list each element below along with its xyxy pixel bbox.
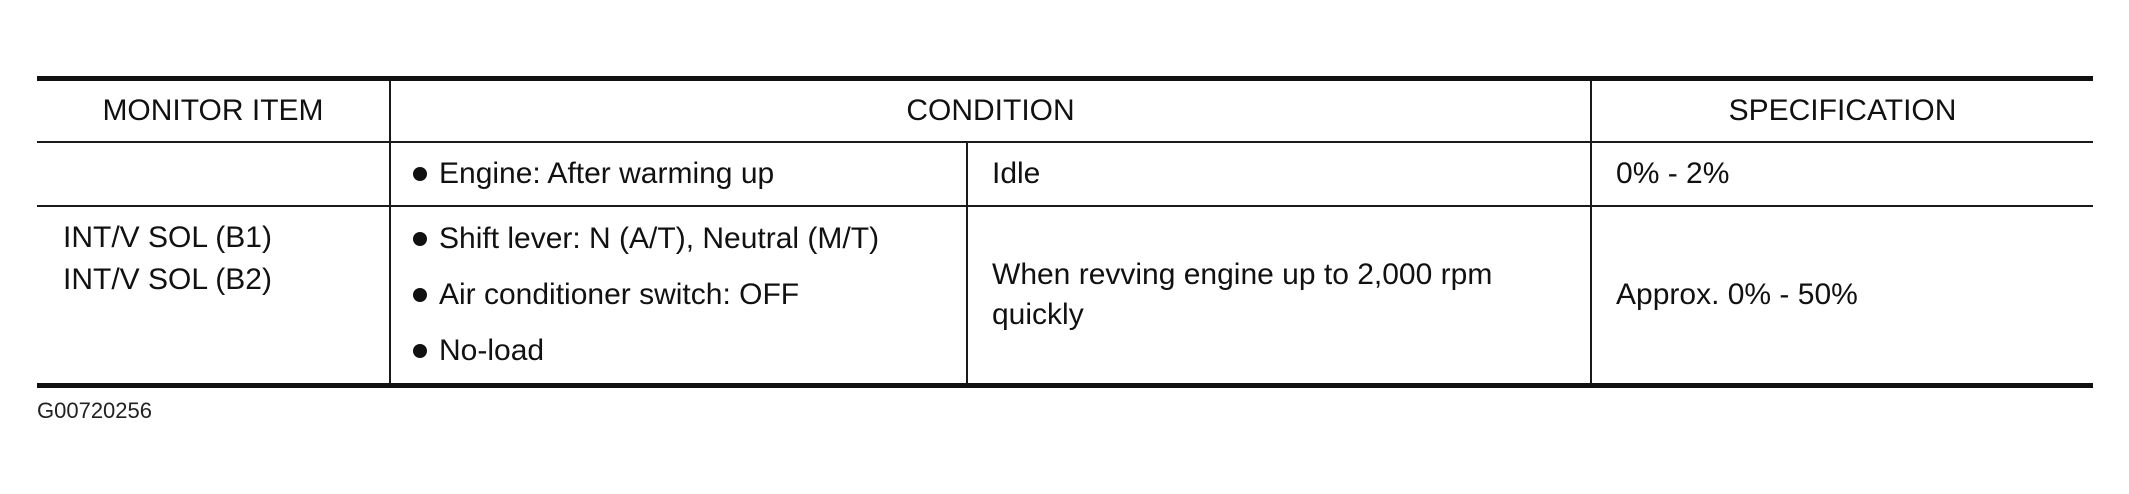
monitor-item-cell (37, 142, 391, 207)
condition-bullet-item: Air conditioner switch: OFF (405, 267, 952, 323)
spec-table: MONITOR ITEM CONDITION SPECIFICATION Eng… (37, 76, 2094, 388)
bullet-icon (413, 232, 427, 246)
table-row: INT/V SOL (B1) INT/V SOL (B2) Shift leve… (37, 206, 2094, 386)
condition-list: Shift lever: N (A/T), Neutral (M/T) Air … (405, 211, 952, 379)
specification-text: 0% - 2% (1616, 157, 1730, 190)
specification-cell: Approx. 0% - 50% (1590, 206, 2094, 386)
condition-bullet-item: Shift lever: N (A/T), Neutral (M/T) (405, 211, 952, 267)
header-row: MONITOR ITEM CONDITION SPECIFICATION (37, 78, 2094, 142)
state-text: Idle (992, 157, 1041, 190)
bullet-icon (413, 344, 427, 358)
state-cell: When revving engine up to 2,000 rpm quic… (965, 206, 1593, 386)
header-monitor-item: MONITOR ITEM (37, 78, 391, 142)
state-text: When revving engine up to 2,000 rpm quic… (992, 258, 1493, 331)
monitor-item-cell: INT/V SOL (B1) INT/V SOL (B2) (37, 206, 391, 386)
condition-bullet-item: Engine: After warming up (405, 156, 952, 192)
header-condition: CONDITION (388, 78, 1593, 142)
figure-id: G00720256 (37, 398, 152, 423)
specification-text: Approx. 0% - 50% (1616, 278, 1858, 311)
bullet-icon (413, 288, 427, 302)
monitor-item-text: INT/V SOL (B2) (63, 263, 272, 296)
condition-text: Air conditioner switch: OFF (439, 278, 800, 311)
condition-text: Shift lever: N (A/T), Neutral (M/T) (439, 222, 880, 255)
condition-text: Engine: After warming up (439, 157, 775, 190)
specification-cell: 0% - 2% (1590, 142, 2094, 207)
condition-text: No-load (439, 334, 545, 367)
condition-cell: Shift lever: N (A/T), Neutral (M/T) Air … (389, 206, 968, 386)
monitor-item-text: INT/V SOL (B1) (63, 221, 272, 254)
condition-bullet-item: No-load (405, 323, 952, 379)
header-specification: SPECIFICATION (1590, 78, 2094, 142)
condition-cell: Engine: After warming up (389, 142, 968, 207)
table-row: Engine: After warming up Idle 0% - 2% (37, 142, 2094, 207)
state-cell: Idle (965, 142, 1593, 207)
bullet-icon (413, 167, 427, 181)
